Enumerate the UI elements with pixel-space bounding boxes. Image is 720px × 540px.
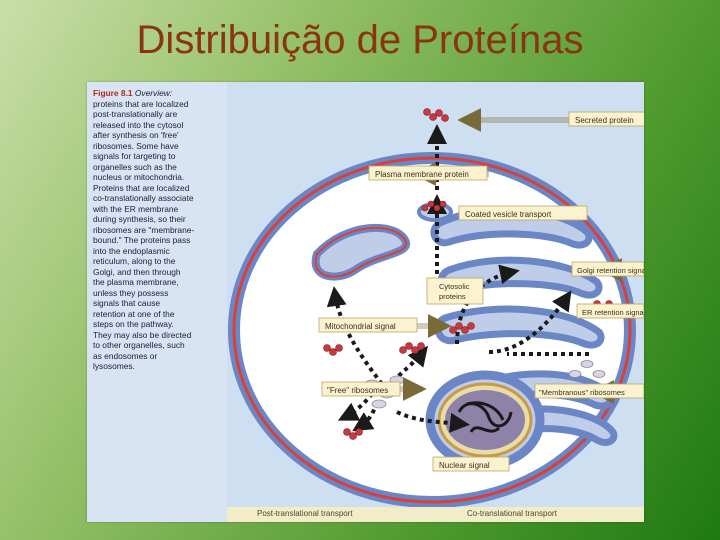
mitochondrion: [311, 223, 411, 281]
caption-line: into the endoplasmic: [93, 245, 170, 256]
label-nuclear-signal: Nuclear signal: [432, 456, 510, 472]
cell-diagram: Secreted protein Plasma membrane protein…: [227, 82, 652, 508]
figure-number: Figure 8.1: [93, 88, 133, 98]
caption-line: organelles such as the: [93, 161, 177, 172]
caption-line: ribosomes are "membrane-: [93, 224, 195, 235]
caption-panel: Figure 8.1 Overview: proteins that are l…: [87, 82, 227, 522]
caption-line: after synthesis on 'free': [93, 130, 179, 140]
co-translational-label: Co-translational transport: [467, 509, 557, 518]
caption-line: ribosomes. Some have: [93, 140, 179, 151]
caption-line: reticulum, along to the: [93, 256, 176, 266]
label-coated-vesicle-transport: Coated vesicle transport: [458, 205, 588, 221]
overview-label: Overview:: [134, 88, 173, 98]
protein-nuclear: [343, 428, 363, 440]
label-mitochondrial-signal: Mitochondrial signal: [318, 314, 452, 338]
protein-free: [323, 344, 343, 356]
caption-line: retention at one of the: [93, 308, 175, 319]
caption-line: nucleus or mitochondria.: [93, 172, 185, 182]
caption-line: as endosomes or: [93, 350, 158, 361]
label-golgi-retention-signal: Golgi retention signal: [571, 258, 648, 282]
transport-footer: Post-translational transport Co-translat…: [227, 507, 644, 522]
caption-line: lysosomes.: [93, 361, 135, 371]
cell-diagram-svg: Secreted protein Plasma membrane protein…: [228, 108, 652, 508]
label-secreted-protein: Secreted protein: [457, 108, 652, 132]
slide-title: Distribuição de Proteínas: [136, 18, 584, 62]
label-free-ribosomes: "Free" ribosomes: [321, 377, 427, 401]
label-cytosolic-proteins-text: Cytosolic proteins: [439, 282, 472, 301]
caption-line: proteins that are localized: [93, 98, 189, 109]
label-nuclear-signal-text: Nuclear signal: [439, 461, 490, 470]
caption-line: post-translationally are: [93, 109, 178, 119]
caption-line: unless they possess: [93, 287, 169, 298]
caption-line: They may also be directed: [93, 329, 192, 340]
label-mitochondrial-signal-text: Mitochondrial signal: [325, 322, 396, 331]
label-free-ribosomes-text: "Free" ribosomes: [327, 386, 388, 395]
caption-line: Golgi, and then through: [93, 266, 181, 277]
label-membranous-ribosomes-text: "Membranous" ribosomes: [539, 388, 625, 397]
caption-line: bound." The proteins pass: [93, 235, 191, 245]
figure: Figure 8.1 Overview: proteins that are l…: [87, 82, 652, 522]
post-translational-label: Post-translational transport: [257, 509, 353, 518]
label-er-retention-signal-text: ER retention signal: [582, 308, 644, 317]
label-plasma-membrane-protein-text: Plasma membrane protein: [375, 170, 469, 179]
caption-line: steps on the pathway.: [93, 319, 174, 329]
label-er-retention-signal: ER retention signal: [576, 303, 646, 319]
caption-line: with the ER membrane: [93, 203, 179, 214]
caption-line: to other organelles, such: [93, 340, 185, 350]
label-plasma-membrane-protein: Plasma membrane protein: [368, 162, 489, 186]
figure-caption: Figure 8.1 Overview: proteins that are l…: [93, 88, 221, 372]
protein-secreted: [423, 108, 449, 122]
nucleus: [425, 370, 545, 470]
label-coated-vesicle-transport-text: Coated vesicle transport: [465, 210, 552, 219]
protein-mito: [399, 342, 425, 354]
caption-line: signals that cause: [93, 298, 161, 308]
label-golgi-retention-signal-text: Golgi retention signal: [577, 266, 644, 275]
label-cytosolic-proteins: Cytosolic proteins: [426, 277, 484, 305]
caption-line: co-translationally associate: [93, 193, 194, 203]
protein-vesicle: [421, 200, 447, 212]
caption-line: during synthesis, so their: [93, 214, 186, 224]
caption-line: released into the cytosol: [93, 119, 184, 130]
caption-line: Proteins that are localized: [93, 182, 190, 193]
caption-line: the plasma membrane,: [93, 277, 179, 287]
label-secreted-protein-text: Secreted protein: [575, 116, 634, 125]
label-membranous-ribosomes: "Membranous" ribosomes: [534, 380, 645, 404]
caption-line: signals for targeting to: [93, 151, 176, 161]
